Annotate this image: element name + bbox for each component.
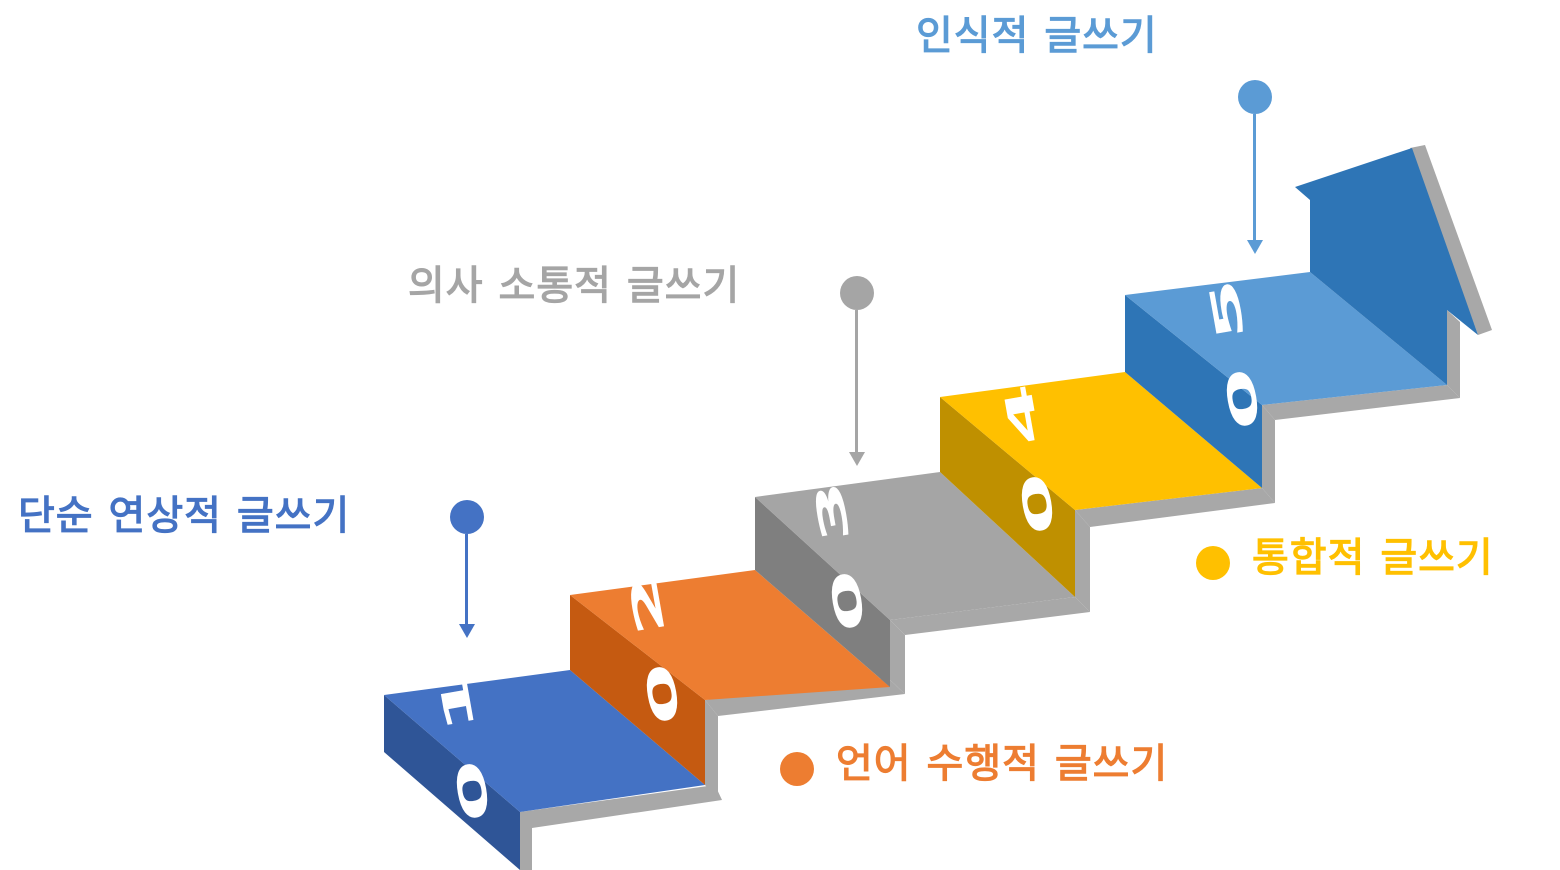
step-5-top [1125, 272, 1447, 405]
step-2-riser [570, 595, 705, 785]
step-1-arrow-head [459, 624, 475, 638]
step-5-label: 인식적 글쓰기 [916, 13, 1158, 59]
step-1-arrow-line [465, 534, 468, 624]
step-3 [755, 472, 1075, 687]
step-2 [570, 570, 890, 785]
step-4 [940, 372, 1262, 597]
step-3-marker-dot [840, 276, 874, 310]
step-3-arrow-line [855, 310, 858, 452]
step-5-arrow-head [1247, 240, 1263, 254]
step-5-marker-dot [1238, 80, 1272, 114]
step-4-marker-dot [1196, 546, 1230, 580]
step-5-arrow-line [1253, 114, 1256, 240]
step-4-riser [940, 397, 1075, 597]
step-1-marker-dot [450, 500, 484, 534]
step-3-arrow-head [849, 452, 865, 466]
step-3-top [755, 472, 1075, 620]
step-5-arrow-head [1295, 148, 1478, 385]
step-1-top [384, 670, 705, 812]
step-1-label: 단순 연상적 글쓰기 [18, 493, 351, 539]
step-1 [384, 670, 705, 870]
step-4-label: 통합적 글쓰기 [1252, 535, 1494, 581]
step-5 [1125, 148, 1478, 488]
step-4-top [940, 372, 1262, 510]
step-2-top [570, 570, 890, 700]
step-3-riser [755, 497, 890, 687]
step-2-label: 언어 수행적 글쓰기 [836, 741, 1169, 787]
step-2-marker-dot [780, 752, 814, 786]
step-5-riser [1125, 295, 1262, 488]
step-1-side [384, 695, 520, 870]
step-3-label: 의사 소통적 글쓰기 [408, 263, 741, 309]
